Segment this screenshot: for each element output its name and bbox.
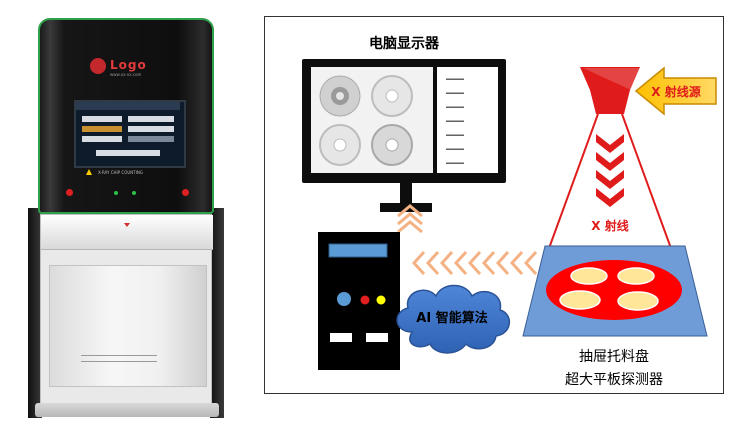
material-reel bbox=[617, 267, 655, 285]
machine-base bbox=[35, 403, 219, 417]
xray-reel-image bbox=[319, 75, 413, 166]
computer-host bbox=[318, 232, 400, 370]
computer-port bbox=[330, 333, 352, 342]
ai-cloud: AI 智能算法 bbox=[396, 284, 510, 354]
result-line: ……… bbox=[446, 142, 464, 153]
screen-ui-block bbox=[128, 116, 174, 122]
data-flow-chevrons-icon bbox=[411, 250, 538, 276]
upload-chevrons-icon bbox=[397, 204, 423, 234]
xray-tube-top bbox=[580, 67, 640, 90]
flat-panel-detector bbox=[522, 245, 708, 337]
monitor-neck bbox=[400, 183, 412, 203]
detector-label: 超大平板探测器 bbox=[565, 372, 663, 388]
logo-url: www.xx-xx.com bbox=[110, 72, 142, 77]
result-line: ……… bbox=[446, 100, 464, 111]
xray-source-label: X 射线源 bbox=[651, 84, 700, 99]
source-label-arrow: X 射线源 bbox=[634, 66, 717, 116]
drawer-marker-icon bbox=[124, 223, 130, 227]
yellow-led-icon bbox=[376, 295, 386, 305]
machine-side-right bbox=[210, 208, 224, 418]
yellow-arrow-icon bbox=[634, 66, 717, 116]
beam-edge-right bbox=[621, 113, 677, 263]
result-line: ……… bbox=[446, 114, 464, 125]
machine-head: Logo www.xx-xx.com X-RAY CHIP COUNTING bbox=[38, 18, 214, 214]
material-reel bbox=[570, 267, 608, 285]
monitor-label: 电脑显示器 bbox=[369, 35, 440, 52]
screen-header-bar bbox=[76, 102, 180, 110]
screen-ui-block bbox=[128, 136, 174, 142]
xray-source bbox=[580, 67, 640, 114]
screen-ui-block bbox=[82, 116, 122, 122]
material-reel bbox=[559, 290, 601, 310]
machine-body bbox=[35, 214, 219, 417]
result-text-panel bbox=[437, 67, 498, 173]
result-lines: ……… ……… ……… ……… ……… ……… ……… bbox=[446, 72, 464, 167]
machine-vent bbox=[81, 355, 157, 362]
cloud-shape bbox=[396, 284, 510, 354]
logo-text: Logo bbox=[110, 58, 147, 72]
material-reel bbox=[617, 291, 659, 311]
logo-mark-icon bbox=[90, 58, 106, 74]
tray-label: 抽屉托料盘 bbox=[579, 348, 649, 365]
screen-ui-block bbox=[82, 136, 122, 142]
xray-direction-chevrons-icon bbox=[596, 134, 624, 207]
computer-drive-slot bbox=[328, 243, 388, 258]
tray-area bbox=[546, 260, 682, 320]
radiation-warning-icon bbox=[86, 169, 92, 175]
result-line: ……… bbox=[446, 128, 464, 139]
machine-logo: Logo www.xx-xx.com bbox=[90, 58, 180, 77]
computer-port bbox=[366, 333, 388, 342]
green-indicator-light bbox=[114, 191, 118, 195]
screen-ui-block bbox=[96, 150, 160, 156]
screen-ui-block bbox=[82, 126, 122, 132]
xray-tube-highlight bbox=[583, 68, 640, 90]
machine-touchscreen bbox=[74, 100, 186, 168]
red-indicator-light bbox=[182, 189, 189, 196]
screen-ui-block bbox=[128, 126, 174, 132]
monitor bbox=[302, 59, 506, 212]
xray-tube-bottom bbox=[590, 90, 630, 114]
ai-label: AI 智能算法 bbox=[416, 310, 487, 326]
red-indicator-light bbox=[66, 189, 73, 196]
green-indicator-light bbox=[132, 191, 136, 195]
power-button-icon bbox=[337, 292, 351, 306]
machine-brand-text: X-RAY CHIP COUNTING bbox=[98, 170, 143, 175]
machine-lower-panel bbox=[49, 265, 207, 387]
result-line: ……… bbox=[446, 86, 464, 97]
beam-edge-left bbox=[543, 113, 599, 263]
machine-drawer bbox=[41, 215, 213, 250]
result-line: ……… bbox=[446, 156, 464, 167]
equipment-photo: Logo www.xx-xx.com X-RAY CHIP COUNTING bbox=[28, 18, 224, 418]
result-line: ……… bbox=[446, 72, 464, 83]
red-led-icon bbox=[360, 295, 370, 305]
machine-side-left bbox=[28, 208, 42, 418]
xray-label: X 射线 bbox=[591, 218, 628, 233]
xray-beam bbox=[543, 113, 677, 263]
